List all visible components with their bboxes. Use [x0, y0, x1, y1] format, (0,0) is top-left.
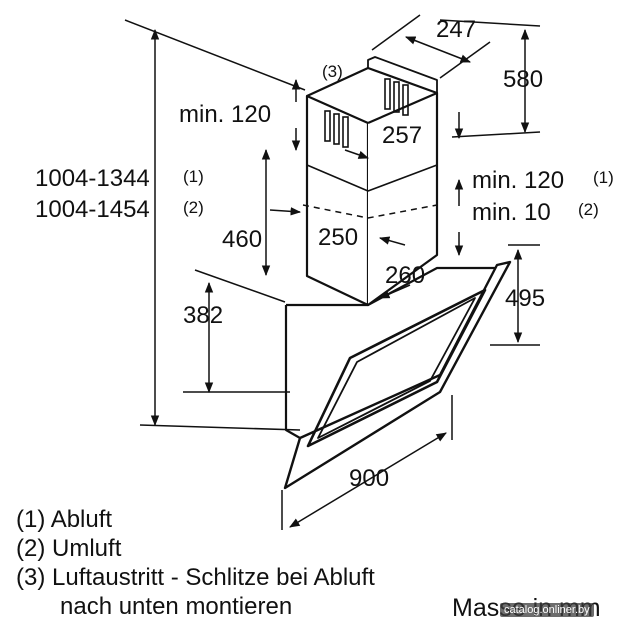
legend-item-recirculation: (2) Umluft [16, 534, 375, 563]
label-495: 495 [505, 285, 545, 312]
legend-text: Umluft [52, 535, 122, 562]
legend-item-air-outlet: (3) Luftaustritt - Schlitze bei Abluft [16, 563, 375, 592]
label-257: 257 [382, 122, 422, 149]
watermark: catalog.onliner.by [500, 603, 594, 617]
legend-text: Abluft [50, 506, 113, 533]
label-247: 247 [436, 16, 476, 43]
label-min-10-right-ref: (2) [578, 200, 599, 219]
legend: (1) Abluft (2) Umluft (3) Luftaustritt -… [16, 505, 375, 621]
legend-key: (2) [16, 535, 46, 562]
label-min-120-right-ref: (1) [593, 168, 614, 187]
dimension-labels: (3) min. 120 247 580 257 1004-1344 (1) 1… [35, 16, 614, 492]
legend-key: (1) [16, 506, 46, 533]
label-height-range-2: 1004-1454 [35, 196, 150, 223]
label-min-10-right: min. 10 [472, 199, 551, 226]
legend-item-air-outlet-continuation: nach unten montieren [60, 593, 293, 620]
label-height-range-1-ref: (1) [183, 167, 204, 186]
label-260: 260 [385, 262, 425, 289]
label-height-range-1: 1004-1344 [35, 165, 150, 192]
label-382: 382 [183, 302, 223, 329]
label-580: 580 [503, 66, 543, 93]
label-250: 250 [318, 224, 358, 251]
label-460: 460 [222, 226, 262, 253]
legend-text: Luftaustritt - Schlitze bei Abluft [52, 564, 375, 591]
label-min-120-right: min. 120 [472, 167, 564, 194]
legend-item-exhaust: (1) Abluft [16, 505, 375, 534]
label-900: 900 [349, 465, 389, 492]
legend-key: (3) [16, 564, 46, 591]
vent-slots-icon [324, 78, 409, 148]
dashed-section-line [302, 204, 438, 219]
label-slot-note: (3) [322, 62, 343, 81]
label-min-120-top: min. 120 [179, 101, 271, 128]
dimension-lines [124, 14, 541, 530]
hood-body [283, 56, 512, 490]
label-height-range-2-ref: (2) [183, 198, 204, 217]
